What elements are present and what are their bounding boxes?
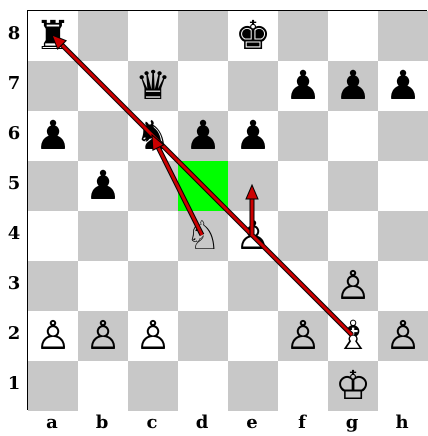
square-e3[interactable] [228, 261, 278, 311]
file-label-f: f [276, 412, 328, 433]
black-pawn-f7[interactable]: ♟ [278, 61, 328, 111]
black-queen-c7[interactable]: ♛ [128, 61, 178, 111]
square-f4[interactable] [278, 211, 328, 261]
black-pawn-b5[interactable]: ♟ [78, 161, 128, 211]
rank-label-4: 4 [4, 223, 24, 244]
square-f3[interactable] [278, 261, 328, 311]
white-king-g1[interactable]: ♔ [328, 361, 378, 411]
square-h1[interactable] [378, 361, 428, 411]
chess-board: ♜♚♛♟♟♟♟♞♟♟♟♘♙♙♙♙♙♙♗♙♔ [27, 10, 427, 410]
square-e5[interactable] [228, 161, 278, 211]
black-rook-a8[interactable]: ♜ [28, 11, 78, 61]
square-d2[interactable] [178, 311, 228, 361]
square-a4[interactable] [28, 211, 78, 261]
square-c3[interactable] [128, 261, 178, 311]
white-pawn-h2[interactable]: ♙ [378, 311, 428, 361]
square-a7[interactable] [28, 61, 78, 111]
square-e7[interactable] [228, 61, 278, 111]
square-h6[interactable] [378, 111, 428, 161]
white-pawn-f2[interactable]: ♙ [278, 311, 328, 361]
square-d8[interactable] [178, 11, 228, 61]
square-b4[interactable] [78, 211, 128, 261]
square-h8[interactable] [378, 11, 428, 61]
white-knight-d4[interactable]: ♘ [178, 211, 228, 261]
square-h4[interactable] [378, 211, 428, 261]
rank-label-6: 6 [4, 123, 24, 144]
square-g8[interactable] [328, 11, 378, 61]
file-label-e: e [226, 412, 278, 433]
square-b7[interactable] [78, 61, 128, 111]
square-e1[interactable] [228, 361, 278, 411]
rank-label-1: 1 [4, 373, 24, 394]
black-pawn-e6[interactable]: ♟ [228, 111, 278, 161]
square-b6[interactable] [78, 111, 128, 161]
square-c1[interactable] [128, 361, 178, 411]
rank-label-5: 5 [4, 173, 24, 194]
square-d3[interactable] [178, 261, 228, 311]
file-label-c: c [126, 412, 178, 433]
rank-label-2: 2 [4, 323, 24, 344]
rank-label-3: 3 [4, 273, 24, 294]
square-f1[interactable] [278, 361, 328, 411]
square-f8[interactable] [278, 11, 328, 61]
black-pawn-h7[interactable]: ♟ [378, 61, 428, 111]
square-g6[interactable] [328, 111, 378, 161]
black-king-e8[interactable]: ♚ [228, 11, 278, 61]
square-b3[interactable] [78, 261, 128, 311]
square-g5[interactable] [328, 161, 378, 211]
square-a3[interactable] [28, 261, 78, 311]
black-pawn-g7[interactable]: ♟ [328, 61, 378, 111]
square-h5[interactable] [378, 161, 428, 211]
square-d5[interactable] [178, 161, 228, 211]
square-f6[interactable] [278, 111, 328, 161]
square-f5[interactable] [278, 161, 328, 211]
file-label-h: h [376, 412, 428, 433]
black-pawn-d6[interactable]: ♟ [178, 111, 228, 161]
white-pawn-b2[interactable]: ♙ [78, 311, 128, 361]
white-pawn-a2[interactable]: ♙ [28, 311, 78, 361]
square-c8[interactable] [128, 11, 178, 61]
file-label-b: b [76, 412, 128, 433]
square-c5[interactable] [128, 161, 178, 211]
square-g4[interactable] [328, 211, 378, 261]
white-pawn-g3[interactable]: ♙ [328, 261, 378, 311]
file-label-a: a [26, 412, 78, 433]
white-pawn-e4[interactable]: ♙ [228, 211, 278, 261]
square-h3[interactable] [378, 261, 428, 311]
black-pawn-a6[interactable]: ♟ [28, 111, 78, 161]
rank-label-8: 8 [4, 23, 24, 44]
file-label-d: d [176, 412, 228, 433]
square-e2[interactable] [228, 311, 278, 361]
file-label-g: g [326, 412, 378, 433]
square-b8[interactable] [78, 11, 128, 61]
square-a5[interactable] [28, 161, 78, 211]
square-a1[interactable] [28, 361, 78, 411]
square-c4[interactable] [128, 211, 178, 261]
square-b1[interactable] [78, 361, 128, 411]
white-bishop-g2[interactable]: ♗ [328, 311, 378, 361]
rank-label-7: 7 [4, 73, 24, 94]
black-knight-c6[interactable]: ♞ [128, 111, 178, 161]
square-d1[interactable] [178, 361, 228, 411]
white-pawn-c2[interactable]: ♙ [128, 311, 178, 361]
square-d7[interactable] [178, 61, 228, 111]
